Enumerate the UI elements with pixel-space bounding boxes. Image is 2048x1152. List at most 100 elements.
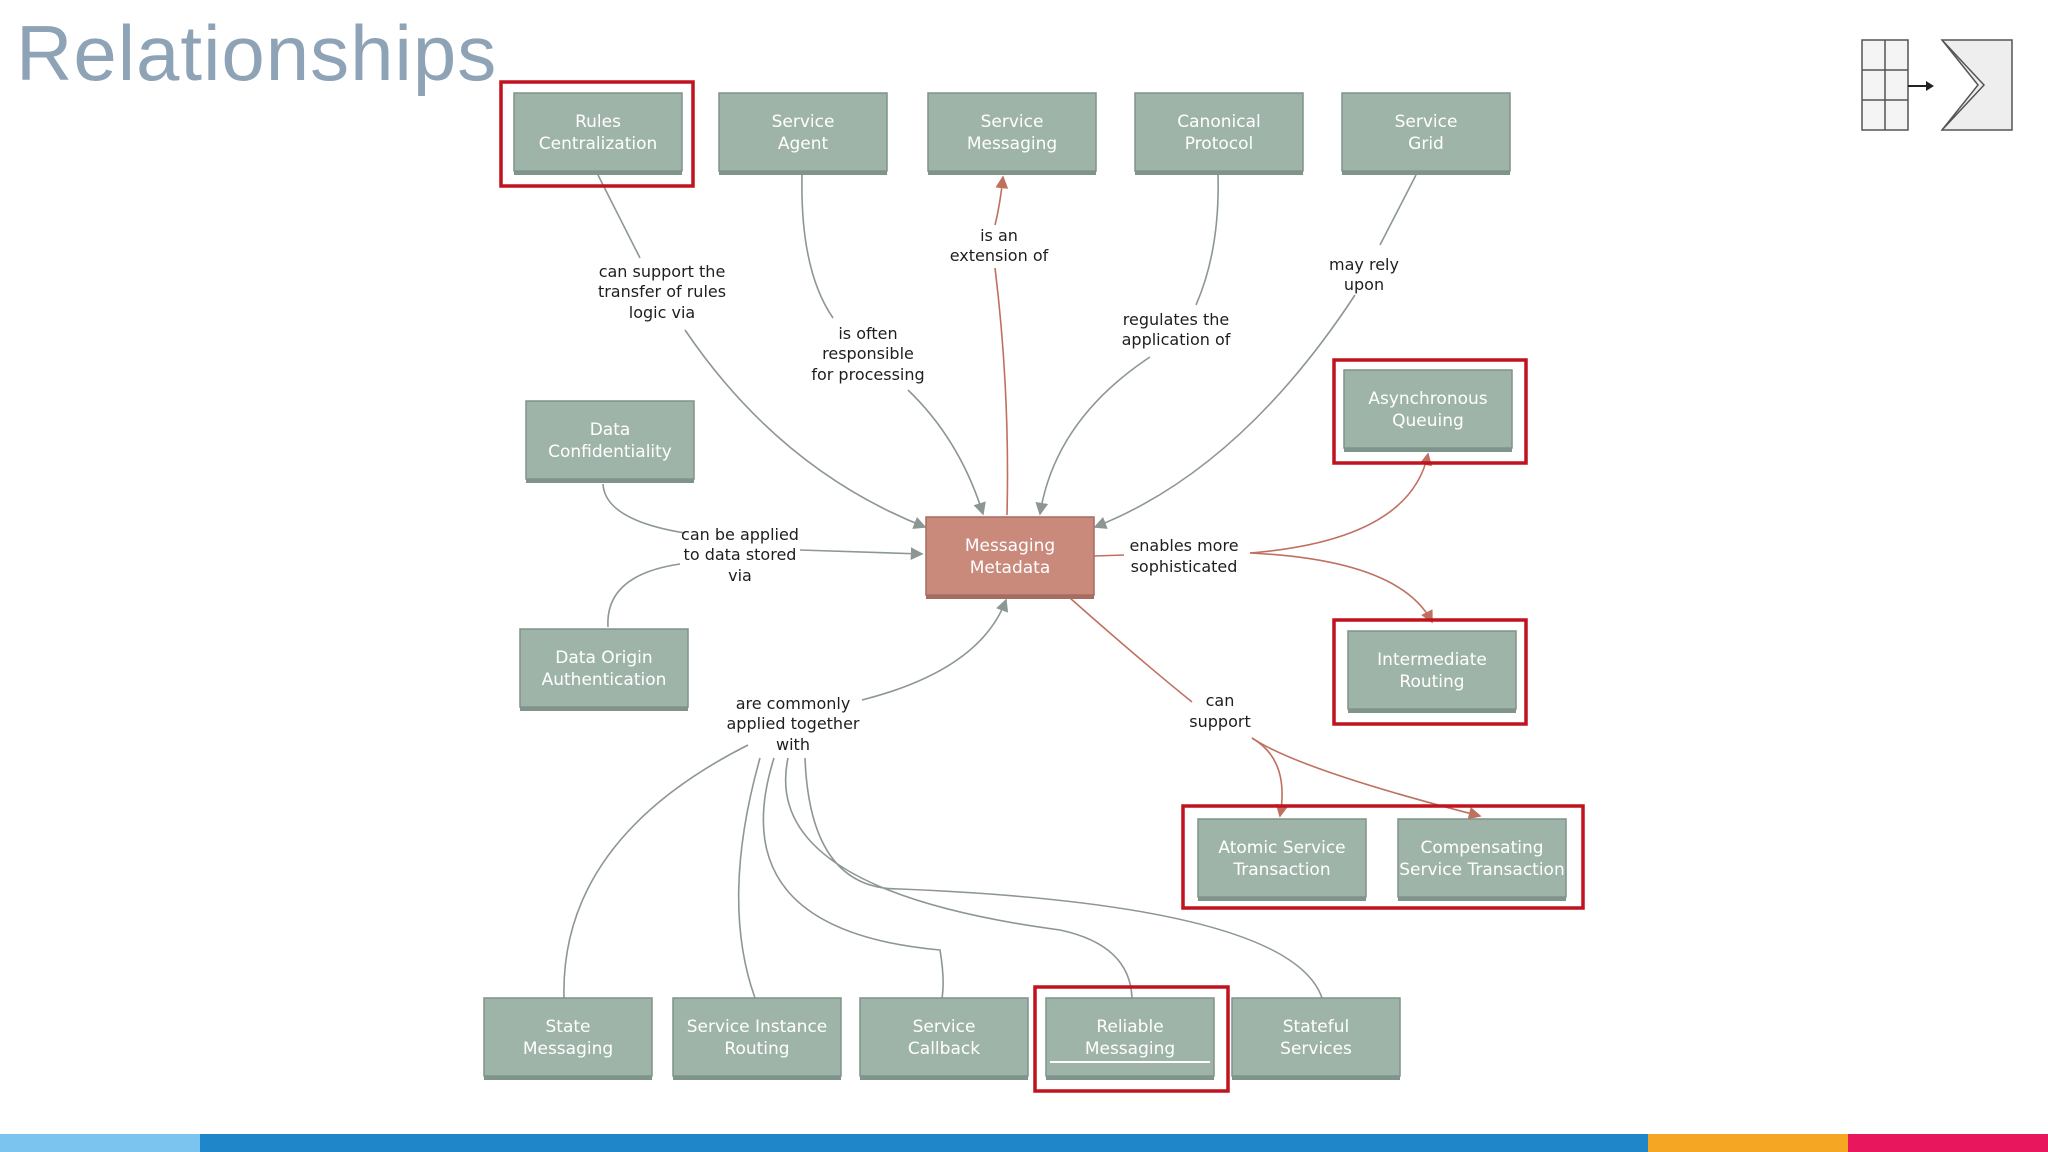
label-is-an-extension-of: is an extension of: [950, 226, 1049, 265]
svg-text:is an: is an: [980, 226, 1018, 245]
svg-text:Confidentiality: Confidentiality: [548, 442, 672, 462]
highlight-frames: [499, 80, 1585, 1093]
svg-text:regulates the: regulates the: [1123, 310, 1229, 329]
svg-text:logic via: logic via: [629, 303, 695, 322]
svg-text:Service: Service: [981, 112, 1044, 132]
svg-text:Reliable: Reliable: [1096, 1017, 1163, 1037]
svg-text:Routing: Routing: [1399, 672, 1464, 692]
label-can-be-applied: can be applied to data stored via: [681, 525, 799, 585]
node-service-instance-routing: Service Instance Routing: [672, 997, 842, 1080]
svg-text:Protocol: Protocol: [1185, 134, 1254, 154]
svg-text:Service: Service: [1395, 112, 1458, 132]
svg-text:is often: is often: [838, 324, 897, 343]
highlight-asynchronous-queuing: [1332, 358, 1528, 465]
node-stateful-services: Stateful Services: [1231, 997, 1401, 1080]
node-atomic-service-transaction: Atomic Service Transaction: [1197, 818, 1367, 901]
svg-text:may rely: may rely: [1329, 255, 1399, 274]
svg-text:Transaction: Transaction: [1232, 860, 1330, 880]
svg-text:Service Instance: Service Instance: [687, 1017, 828, 1037]
label-can-support-transfer: can support the transfer of rules logic …: [598, 262, 726, 322]
edge-enables-more: [1093, 554, 1125, 557]
svg-text:Authentication: Authentication: [542, 670, 667, 690]
slide-title: Relationships: [16, 9, 498, 97]
node-state-messaging: State Messaging: [483, 997, 653, 1080]
svg-text:for processing: for processing: [811, 365, 924, 384]
svg-text:enables more: enables more: [1129, 536, 1238, 555]
edge-service-grid: [1379, 174, 1417, 246]
svg-text:Data Origin: Data Origin: [555, 648, 652, 668]
svg-text:Queuing: Queuing: [1392, 411, 1464, 431]
svg-text:support: support: [1189, 712, 1250, 731]
svg-text:Service Transaction: Service Transaction: [1399, 860, 1564, 880]
label-commonly-applied: are commonly applied together with: [727, 694, 860, 754]
node-service-messaging: Service Messaging: [927, 92, 1097, 175]
svg-text:transfer of rules: transfer of rules: [598, 282, 726, 301]
highlight-rules-centralization: [499, 80, 695, 188]
svg-text:can support the: can support the: [599, 262, 726, 281]
bar-segment-blue: [200, 1134, 1648, 1152]
svg-text:to data stored: to data stored: [684, 545, 797, 564]
label-may-rely-upon: may rely upon: [1329, 255, 1399, 294]
svg-text:Intermediate: Intermediate: [1377, 650, 1487, 670]
svg-text:via: via: [728, 566, 752, 585]
edge-rules-centralization: [597, 174, 641, 259]
edge-data-origin: [607, 563, 681, 628]
bar-segment-orange: [1648, 1134, 1848, 1152]
svg-text:Data: Data: [590, 420, 631, 440]
highlight-intermediate-routing: [1332, 618, 1528, 726]
node-reliable-messaging: Reliable Messaging: [1045, 997, 1215, 1080]
node-data-confidentiality: Data Confidentiality: [525, 400, 695, 483]
svg-text:Messaging: Messaging: [1085, 1039, 1175, 1059]
svg-text:Callback: Callback: [908, 1039, 980, 1059]
bottom-color-bar: [0, 1134, 2048, 1152]
svg-text:can: can: [1206, 691, 1235, 710]
node-compensating-service-transaction: Compensating Service Transaction: [1397, 818, 1567, 901]
svg-text:Routing: Routing: [724, 1039, 789, 1059]
node-rules-centralization: Rules Centralization: [513, 92, 683, 175]
svg-text:are commonly: are commonly: [736, 694, 851, 713]
svg-text:with: with: [776, 735, 810, 754]
svg-text:Atomic Service: Atomic Service: [1218, 838, 1345, 858]
edge-commonly-applied: [861, 598, 1009, 701]
node-asynchronous-queuing: Asynchronous Queuing: [1343, 369, 1513, 452]
node-service-grid: Service Grid: [1341, 92, 1511, 175]
svg-text:responsible: responsible: [822, 344, 914, 363]
svg-text:Canonical: Canonical: [1177, 112, 1260, 132]
label-can-support: can support: [1189, 691, 1250, 731]
node-canonical-protocol: Canonical Protocol: [1134, 92, 1304, 175]
edge-can-support: [1069, 597, 1193, 703]
node-service-agent: Service Agent: [718, 92, 888, 175]
svg-text:Compensating: Compensating: [1420, 838, 1543, 858]
svg-text:Messaging: Messaging: [523, 1039, 613, 1059]
highlight-reliable-messaging: [1033, 985, 1230, 1093]
svg-text:Services: Services: [1280, 1039, 1352, 1059]
svg-text:Service: Service: [772, 112, 835, 132]
svg-text:Agent: Agent: [778, 134, 829, 154]
highlight-transactions: [1181, 804, 1585, 910]
svg-text:Stateful: Stateful: [1283, 1017, 1349, 1037]
svg-text:Grid: Grid: [1408, 134, 1444, 154]
label-enables-more: enables more sophisticated: [1129, 536, 1238, 576]
node-messaging-metadata: Messaging Metadata: [925, 516, 1095, 599]
svg-text:Centralization: Centralization: [539, 134, 658, 154]
svg-text:Messaging: Messaging: [965, 536, 1055, 556]
edge-service-messaging: [994, 175, 1009, 226]
svg-text:applied together: applied together: [727, 714, 860, 733]
svg-text:application of: application of: [1122, 330, 1231, 349]
bar-segment-light-blue: [0, 1134, 200, 1152]
svg-text:upon: upon: [1344, 275, 1384, 294]
svg-text:Metadata: Metadata: [970, 558, 1051, 578]
bar-segment-pink: [1848, 1134, 2048, 1152]
svg-text:Rules: Rules: [575, 112, 621, 132]
logo-icon: [1861, 39, 2013, 131]
svg-text:extension of: extension of: [950, 246, 1049, 265]
label-regulates-application: regulates the application of: [1122, 310, 1231, 349]
edge-data-confidentiality: [602, 483, 686, 534]
node-service-callback: Service Callback: [859, 997, 1029, 1080]
svg-text:Messaging: Messaging: [967, 134, 1057, 154]
svg-text:Service: Service: [913, 1017, 976, 1037]
svg-text:State: State: [546, 1017, 591, 1037]
node-intermediate-routing: Intermediate Routing: [1347, 630, 1517, 713]
edge-canonical-protocol: [1195, 174, 1219, 306]
